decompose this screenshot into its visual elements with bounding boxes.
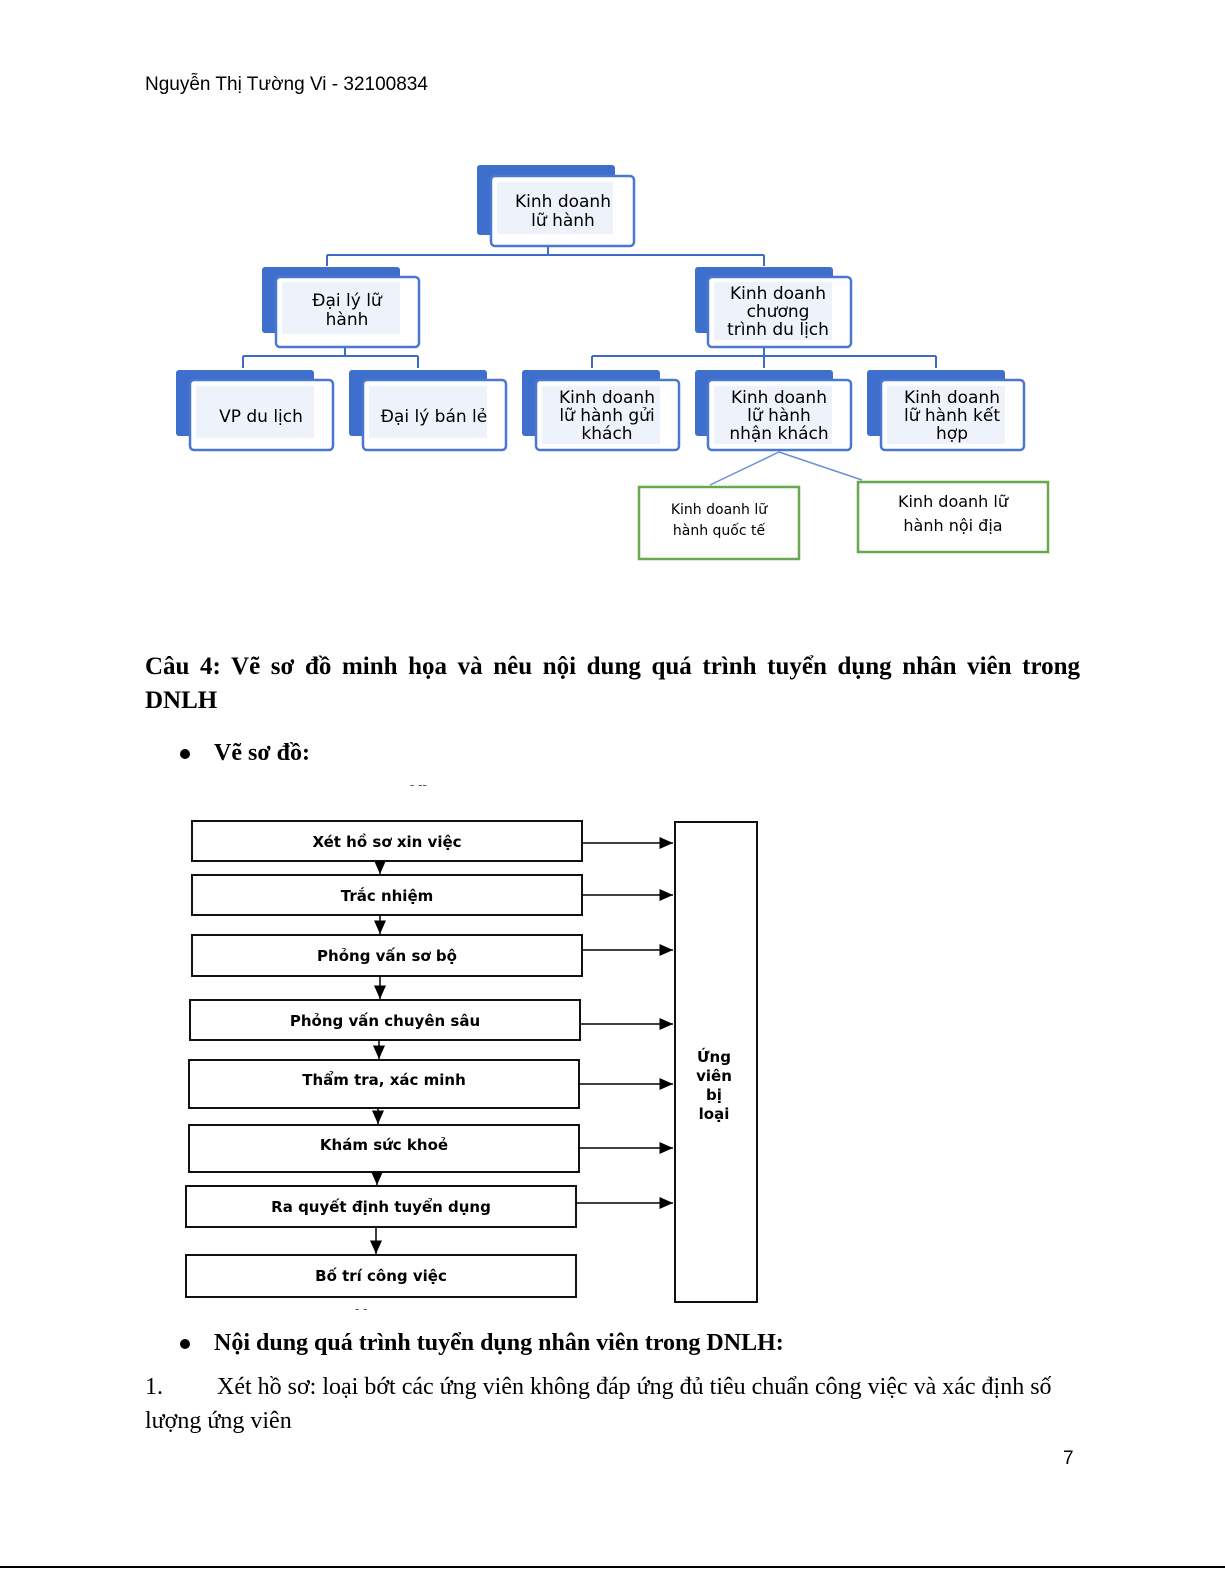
svg-text:Kinh doanh: Kinh doanh: [731, 388, 827, 408]
svg-text:Xét hồ sơ xin việc: Xét hồ sơ xin việc: [312, 832, 461, 851]
org-node-root: Kinh doanh lữ hành: [477, 165, 636, 248]
svg-text:Kinh doanh lữ: Kinh doanh lữ: [898, 492, 1009, 511]
flow-step: Phỏng vấn sơ bộ: [191, 934, 583, 977]
svg-text:Kinh doanh lữ: Kinh doanh lữ: [671, 502, 768, 518]
svg-text:chương: chương: [747, 302, 810, 322]
bullet-draw-diagram: Vẽ sơ đồ:: [180, 740, 310, 767]
paragraph-text: Xét hồ sơ: loại bớt các ứng viên không đ…: [145, 1374, 1052, 1434]
svg-text:hành quốc tế: hành quốc tế: [673, 522, 766, 539]
svg-text:Kinh doanh: Kinh doanh: [515, 192, 611, 212]
org-node-gui-khach: Kinh doanh lữ hành gửi khách: [522, 370, 681, 452]
svg-text:hành nội địa: hành nội địa: [903, 516, 1002, 535]
page-bottom-border: [0, 1566, 1225, 1568]
org-node-kinh-doanh-chuong-trinh: Kinh doanh chương trình du lịch: [695, 267, 853, 349]
svg-text:Ứng: Ứng: [697, 1047, 731, 1066]
nhan-khach-connectors: [709, 451, 863, 486]
svg-text:- --: - --: [410, 778, 427, 792]
svg-text:hợp: hợp: [936, 424, 968, 444]
org-node-dai-ly-ban-le: Đại lý bán lẻ: [349, 370, 508, 452]
flow-step: Trắc nhiệm: [191, 874, 583, 916]
svg-text:trình du lịch: trình du lịch: [727, 320, 829, 340]
svg-text:Đại lý lữ: Đại lý lữ: [312, 291, 383, 311]
paragraph-step-1: 1.Xét hồ sơ: loại bớt các ứng viên không…: [145, 1370, 1080, 1438]
flow-step: Bố trí công việc: [185, 1254, 577, 1298]
svg-text:nhận khách: nhận khách: [729, 424, 828, 444]
svg-text:Bố trí công việc: Bố trí công việc: [315, 1266, 447, 1285]
bullet-text: Vẽ sơ đồ:: [214, 740, 310, 766]
svg-text:- -: - -: [355, 1302, 367, 1316]
svg-text:Khám sức khoẻ: Khám sức khoẻ: [320, 1136, 448, 1154]
svg-text:viên: viên: [696, 1067, 732, 1085]
svg-text:Phỏng vấn chuyên sâu: Phỏng vấn chuyên sâu: [290, 1012, 480, 1030]
bullet-dot-icon: [180, 1338, 190, 1349]
svg-text:Kinh doanh: Kinh doanh: [904, 388, 1000, 408]
svg-text:Thẩm tra, xác minh: Thẩm tra, xác minh: [302, 1070, 466, 1089]
flow-step: Xét hồ sơ xin việc: [191, 820, 583, 862]
org-node-quoc-te: Kinh doanh lữ hành quốc tế: [637, 485, 801, 561]
svg-text:loại: loại: [699, 1105, 730, 1123]
svg-text:Ra quyết định tuyển dụng: Ra quyết định tuyển dụng: [271, 1197, 491, 1216]
paragraph-number: 1.: [145, 1374, 163, 1400]
flow-step: Khám sức khoẻ: [188, 1124, 580, 1173]
bullet-dot-icon: [180, 748, 190, 759]
svg-text:lữ hành gửi: lữ hành gửi: [559, 406, 654, 426]
svg-text:VP du lịch: VP du lịch: [219, 407, 303, 427]
org-node-dai-ly-lu-hanh: Đại lý lữ hành: [262, 267, 421, 349]
flow-step: Ra quyết định tuyển dụng: [185, 1185, 577, 1228]
org-node-ket-hop: Kinh doanh lữ hành kết hợp: [867, 370, 1026, 452]
svg-text:hành: hành: [326, 310, 369, 330]
svg-text:lữ hành: lữ hành: [747, 406, 811, 426]
rejected-candidates-box: Ứng viên bị loại: [674, 821, 758, 1303]
bullet-content: Nội dung quá trình tuyển dụng nhân viên …: [180, 1330, 784, 1357]
svg-text:Kinh doanh: Kinh doanh: [730, 284, 826, 304]
svg-text:Đại lý bán lẻ: Đại lý bán lẻ: [381, 407, 487, 427]
org-node-nhan-khach: Kinh doanh lữ hành nhận khách: [695, 370, 853, 452]
question-heading: Câu 4: Vẽ sơ đồ minh họa và nêu nội dung…: [145, 653, 1080, 714]
svg-text:khách: khách: [581, 424, 632, 444]
svg-text:Phỏng vấn sơ bộ: Phỏng vấn sơ bộ: [317, 947, 457, 965]
org-node-vp-du-lich: VP du lịch: [176, 370, 335, 452]
svg-text:lữ hành kết: lữ hành kết: [904, 405, 1000, 426]
org-node-noi-dia: Kinh doanh lữ hành nội địa: [856, 480, 1050, 554]
page-number: 7: [1063, 1448, 1074, 1469]
svg-text:Kinh doanh: Kinh doanh: [559, 388, 655, 408]
flow-step: Phỏng vấn chuyên sâu: [189, 999, 581, 1041]
flow-step: Thẩm tra, xác minh: [188, 1059, 580, 1109]
bullet-text: Nội dung quá trình tuyển dụng nhân viên …: [214, 1330, 784, 1356]
document-header: Nguyễn Thị Tường Vi - 32100834: [145, 74, 428, 95]
org-chart-connectors: [242, 243, 937, 368]
svg-text:lữ hành: lữ hành: [531, 211, 595, 231]
svg-text:Trắc nhiệm: Trắc nhiệm: [341, 886, 434, 905]
svg-text:bị: bị: [706, 1086, 722, 1104]
recruitment-flowchart: - -- - - Xét hồ sơ xin việc Trắc nhiệm P…: [185, 778, 758, 1316]
